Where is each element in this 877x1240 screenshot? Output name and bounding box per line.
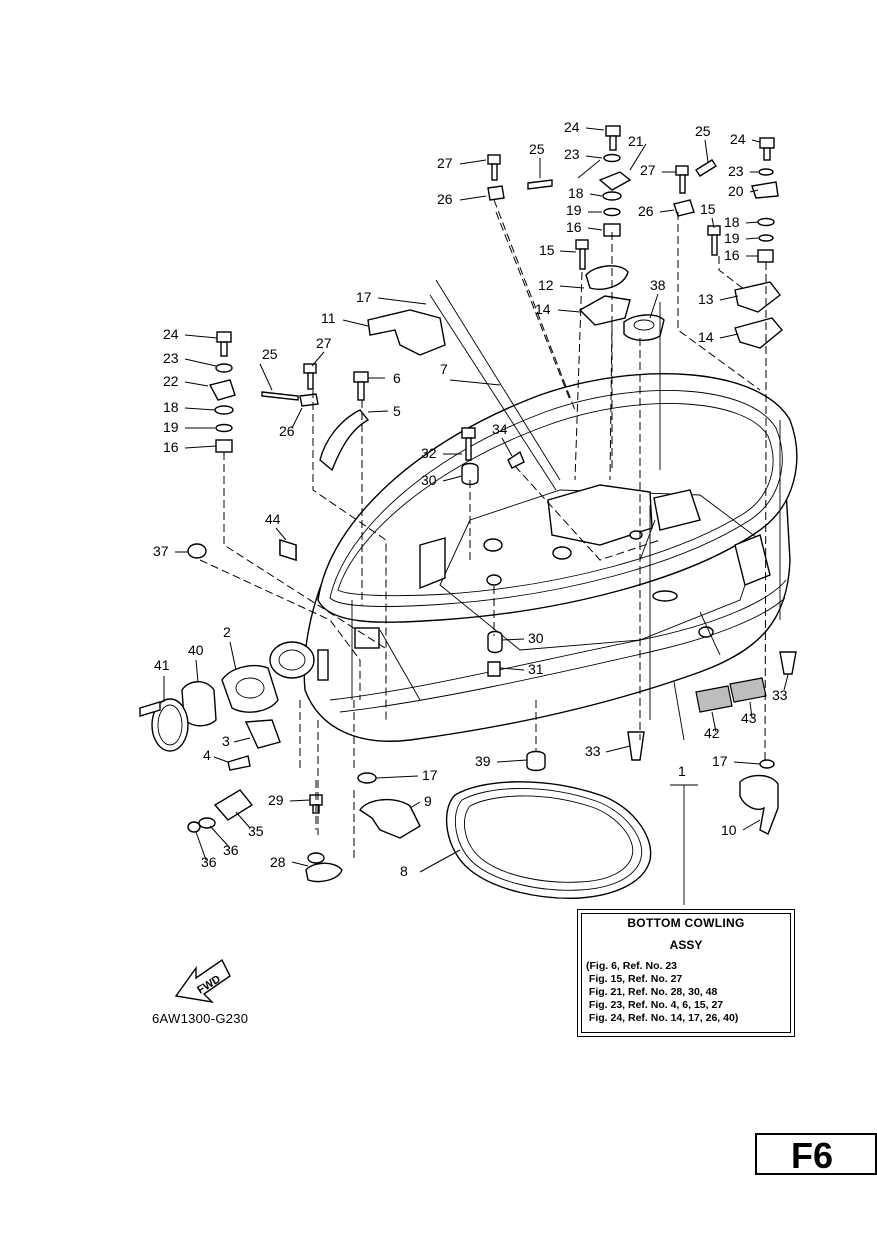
- hook-bracket-11: [367, 309, 446, 356]
- reference-line: (Fig. 6, Ref. No. 23: [586, 960, 678, 972]
- assembly-reference-box: BOTTOM COWLING ASSY (Fig. 6, Ref. No. 23…: [577, 909, 795, 1037]
- callout-35: 35: [248, 823, 264, 839]
- callout-42: 42: [704, 725, 720, 741]
- callout-labels: 24 21 25 27 23 26 18 19 16 15 12 14 38 2…: [153, 119, 788, 879]
- callout-1: 1: [678, 763, 686, 779]
- callout-38: 38: [650, 277, 666, 293]
- callout-24: 24: [730, 131, 746, 147]
- callout-15: 15: [539, 242, 555, 258]
- callout-25: 25: [695, 123, 711, 139]
- callout-12: 12: [538, 277, 554, 293]
- callout-29: 29: [268, 792, 284, 808]
- callout-4: 4: [203, 747, 211, 763]
- callout-28: 28: [270, 854, 286, 870]
- bottom-seal-ring: [445, 781, 652, 899]
- callout-27: 27: [316, 335, 332, 351]
- callout-15: 15: [700, 201, 716, 217]
- callout-25: 25: [262, 346, 278, 362]
- callout-13: 13: [698, 291, 714, 307]
- reference-line: Fig. 23, Ref. No. 4, 6, 15, 27: [586, 999, 724, 1011]
- callout-24: 24: [564, 119, 580, 135]
- lever-bracket-5: [319, 409, 370, 472]
- bolt-29-washer-17-clip-9: [309, 772, 421, 839]
- callout-41: 41: [154, 657, 170, 673]
- page-label: F6: [791, 1135, 834, 1176]
- hardware-center-top-stack: [487, 125, 665, 341]
- callout-2: 2: [223, 624, 231, 640]
- figure-code: 6AW1300-G230: [152, 1011, 249, 1026]
- callout-21: 21: [628, 133, 644, 149]
- clamp-3-screw-4: [227, 719, 281, 771]
- callout-33: 33: [772, 687, 788, 703]
- callout-26: 26: [437, 191, 453, 207]
- bottom-cowling-body: [269, 373, 798, 742]
- assembly-references: (Fig. 6, Ref. No. 23 Fig. 15, Ref. No. 2…: [586, 960, 738, 1025]
- callout-26: 26: [638, 203, 654, 219]
- callout-6: 6: [393, 370, 401, 386]
- callout-25: 25: [529, 141, 545, 157]
- reference-line: Fig. 15, Ref. No. 27: [586, 973, 683, 985]
- callout-18: 18: [724, 214, 740, 230]
- callout-5: 5: [393, 403, 401, 419]
- callout-37: 37: [153, 543, 169, 559]
- callout-8: 8: [400, 863, 408, 879]
- callout-23: 23: [163, 350, 179, 366]
- callout-16: 16: [724, 247, 740, 263]
- callout-20: 20: [728, 183, 744, 199]
- callout-27: 27: [640, 162, 656, 178]
- callout-33: 33: [585, 743, 601, 759]
- callout-23: 23: [728, 163, 744, 179]
- reference-line: Fig. 21, Ref. No. 28, 30, 48: [586, 986, 718, 998]
- assembly-subtitle: ASSY: [669, 938, 703, 952]
- callout-18: 18: [568, 185, 584, 201]
- plug-35-36: [187, 789, 254, 833]
- callout-16: 16: [566, 219, 582, 235]
- callout-16: 16: [163, 439, 179, 455]
- callout-32: 32: [421, 445, 437, 461]
- callout-10: 10: [721, 822, 737, 838]
- callout-17: 17: [712, 753, 728, 769]
- bracket-10: [739, 759, 779, 835]
- callout-44: 44: [265, 511, 281, 527]
- callout-22: 22: [163, 373, 179, 389]
- page-label-box: F6: [755, 1133, 877, 1176]
- callout-14: 14: [698, 329, 714, 345]
- callout-17: 17: [422, 767, 438, 783]
- callout-3: 3: [222, 733, 230, 749]
- callout-24: 24: [163, 326, 179, 342]
- callout-7: 7: [440, 361, 448, 377]
- reference-line: Fig. 24, Ref. No. 14, 17, 26, 40): [586, 1012, 739, 1024]
- callout-30: 30: [528, 630, 544, 646]
- callout-14: 14: [535, 301, 551, 317]
- callout-31: 31: [528, 661, 544, 677]
- callout-18: 18: [163, 399, 179, 415]
- starter-grommet-2-40-41: [139, 664, 279, 752]
- tab-28: [305, 852, 343, 883]
- callout-39: 39: [475, 753, 491, 769]
- assembly-title: BOTTOM COWLING: [627, 916, 745, 930]
- callout-40: 40: [188, 642, 204, 658]
- forward-arrow-icon: FWD: [174, 958, 231, 1004]
- callout-19: 19: [566, 202, 582, 218]
- callout-36: 36: [201, 854, 217, 870]
- callout-23: 23: [564, 146, 580, 162]
- leader-lines: [199, 159, 781, 905]
- callout-19: 19: [724, 230, 740, 246]
- callout-9: 9: [424, 793, 432, 809]
- callout-36: 36: [223, 842, 239, 858]
- callout-27: 27: [437, 155, 453, 171]
- callout-17: 17: [356, 289, 372, 305]
- callout-43: 43: [741, 710, 757, 726]
- label-plates-42-43-44: [279, 539, 767, 713]
- callout-30: 30: [421, 472, 437, 488]
- callout-pointers: [163, 127, 789, 873]
- callout-19: 19: [163, 419, 179, 435]
- callout-26: 26: [279, 423, 295, 439]
- assembly-reference-inner-border: [581, 913, 791, 1033]
- callout-11: 11: [321, 310, 336, 326]
- callout-34: 34: [492, 421, 508, 437]
- hardware-right-top-stack: [673, 137, 783, 349]
